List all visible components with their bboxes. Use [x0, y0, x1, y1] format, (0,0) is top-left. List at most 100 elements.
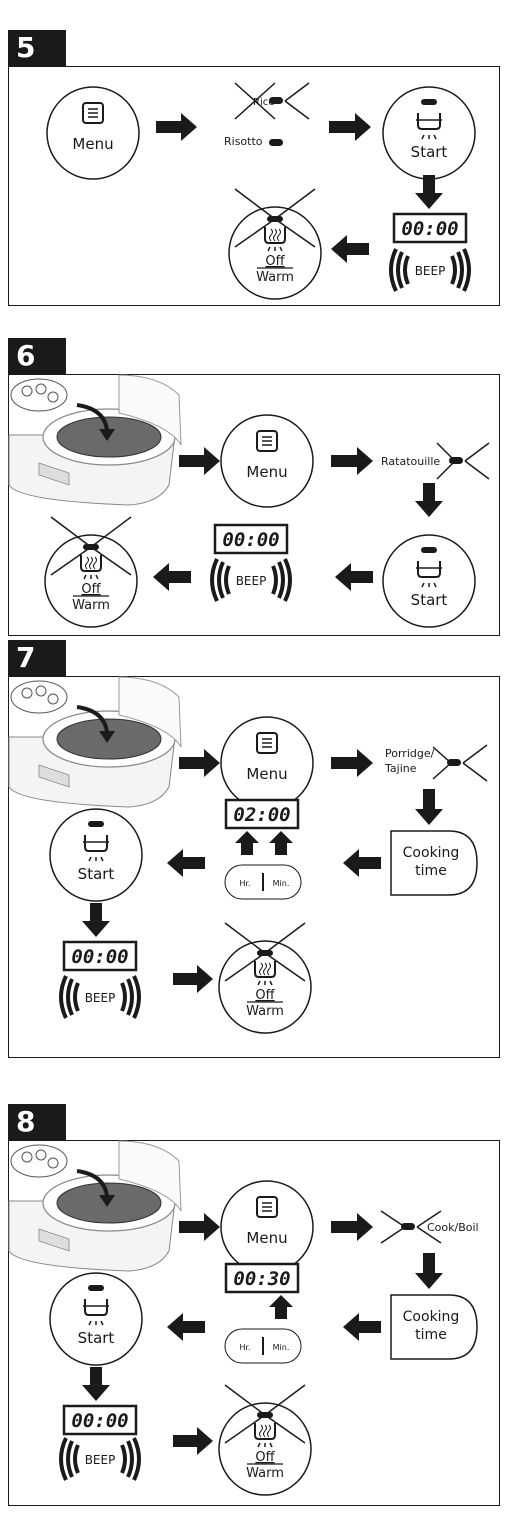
arrow-down-icon — [82, 1367, 110, 1401]
step-5-badge: 5 — [8, 30, 66, 66]
rice-cooker-illustration — [8, 676, 182, 808]
step-7-diagram: Menu Porridge/ Tajine Cooking time 02:00 — [8, 676, 488, 1034]
timer-display: 00:00 — [62, 940, 138, 972]
menu-button: Menu — [46, 86, 140, 180]
cooking-time-label-line2: time — [415, 1327, 447, 1343]
menu-label: Menu — [246, 1229, 287, 1247]
timer-display-value: 00:00 — [71, 946, 128, 968]
beep-label: BEEP — [85, 991, 116, 1005]
start-button: Start — [382, 534, 476, 628]
step-8-badge: 8 — [8, 1104, 66, 1140]
beep-indicator: BEEP — [389, 248, 471, 292]
timer-display: 00:00 — [392, 212, 468, 244]
arrow-left-icon — [335, 563, 373, 591]
arrow-right-icon — [331, 1213, 373, 1241]
warm-label: Warm — [246, 1466, 284, 1481]
off-warm-button: Off Warm — [218, 1384, 312, 1496]
step-8-panel: Menu Cook/Boil Cooking time 00:30 Hr. Mi… — [8, 1140, 500, 1506]
menu-button: Menu — [220, 1180, 314, 1274]
warm-pot-icon — [254, 961, 276, 986]
step-5-panel: Menu Rice Risotto Start — [8, 66, 500, 306]
timer-display-set: 02:00 — [224, 798, 300, 830]
menu-icon — [82, 102, 104, 124]
timer-display-value: 00:00 — [222, 529, 279, 551]
start-button: Start — [49, 808, 143, 902]
menu-icon — [256, 430, 278, 452]
warm-label: Warm — [72, 598, 110, 613]
arrow-up-icon — [269, 1295, 293, 1319]
option-cook-boil-label: Cook/Boil — [427, 1221, 479, 1234]
option-porridge-label: Porridge/ — [385, 747, 435, 760]
arrow-left-icon — [343, 849, 381, 877]
porridge-tajine-indicator — [432, 744, 488, 782]
arrow-down-icon — [415, 175, 443, 209]
timer-display-set-value: 02:00 — [233, 804, 290, 826]
arrow-left-icon — [167, 849, 205, 877]
arrow-left-icon — [167, 1313, 205, 1341]
timer-display-value: 00:00 — [401, 218, 458, 240]
step-6-badge: 6 — [8, 338, 66, 374]
risotto-indicator — [269, 139, 283, 146]
off-warm-button: Off Warm — [228, 188, 322, 300]
hr-label: Hr. — [239, 1343, 250, 1352]
arrow-right-icon — [179, 749, 220, 777]
step-7-panel: Menu Porridge/ Tajine Cooking time 02:00 — [8, 676, 500, 1058]
rice-option-indicator — [234, 82, 310, 120]
menu-label: Menu — [246, 463, 287, 481]
arrow-right-icon — [331, 749, 373, 777]
menu-button: Menu — [220, 716, 314, 810]
arrow-right-icon — [173, 965, 213, 993]
hr-min-buttons: Hr. Min. — [224, 1328, 302, 1364]
cooking-time-button: Cooking time — [390, 830, 478, 896]
arrow-down-icon — [415, 789, 443, 825]
step-6-panel: Menu Ratatouille Start 0 — [8, 374, 500, 636]
menu-icon — [256, 1196, 278, 1218]
arrow-right-icon — [179, 1213, 220, 1241]
beep-label: BEEP — [85, 1453, 116, 1467]
arrow-left-icon — [343, 1313, 381, 1341]
arrow-right-icon — [156, 113, 197, 141]
start-button: Start — [382, 86, 476, 180]
min-label: Min. — [273, 1343, 290, 1352]
option-rice-label: Rice — [253, 97, 274, 108]
off-label: Off — [265, 254, 285, 269]
arrow-up-icon — [235, 831, 259, 855]
timer-display: 00:00 — [62, 1404, 138, 1436]
arrow-down-icon — [82, 903, 110, 937]
warm-pot-icon — [80, 555, 102, 580]
off-label: Off — [255, 1450, 275, 1465]
pot-icon — [416, 113, 442, 140]
arrow-right-icon — [179, 447, 220, 475]
beep-indicator: BEEP — [59, 1437, 141, 1481]
hr-min-buttons: Hr. Min. — [224, 864, 302, 900]
off-label: Off — [81, 582, 101, 597]
pot-icon — [83, 835, 109, 862]
cooking-time-button: Cooking time — [390, 1294, 478, 1360]
timer-display-set: 00:30 — [224, 1262, 300, 1294]
start-label: Start — [411, 591, 448, 609]
pot-icon — [83, 1299, 109, 1326]
timer-display: 00:00 — [213, 523, 289, 555]
warm-pot-icon — [264, 227, 286, 252]
arrow-down-icon — [415, 483, 443, 517]
cook-boil-indicator — [380, 1210, 442, 1244]
beep-label: BEEP — [236, 574, 267, 588]
arrow-right-icon — [173, 1427, 213, 1455]
menu-label: Menu — [246, 765, 287, 783]
step-6-diagram: Menu Ratatouille Start 0 — [8, 374, 490, 628]
step-7-badge: 7 — [8, 640, 66, 676]
step-5-diagram: Menu Rice Risotto Start — [46, 82, 476, 300]
pot-icon — [416, 561, 442, 588]
start-button: Start — [49, 1272, 143, 1366]
off-warm-button: Off Warm — [44, 516, 138, 628]
arrow-right-icon — [331, 447, 373, 475]
arrow-up-icon — [269, 831, 293, 855]
ratatouille-indicator — [436, 442, 490, 480]
start-label: Start — [78, 1329, 115, 1347]
option-tajine-label: Tajine — [384, 762, 417, 775]
menu-button: Menu — [220, 414, 314, 508]
menu-icon — [256, 732, 278, 754]
warm-label: Warm — [246, 1004, 284, 1019]
rice-cooker-illustration — [8, 1140, 182, 1272]
arrow-left-icon — [153, 563, 191, 591]
